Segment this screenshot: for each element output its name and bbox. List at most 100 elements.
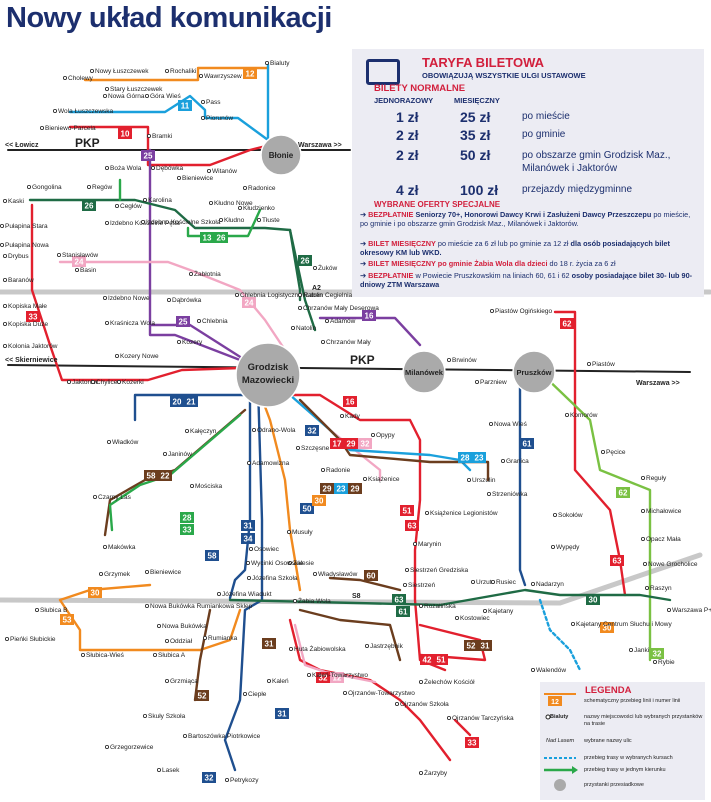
legend-text: przystanki przesiadkowe <box>584 782 644 788</box>
svg-text:17: 17 <box>333 440 342 449</box>
place-label: Witanów <box>212 168 237 175</box>
stop-marker <box>216 592 221 597</box>
place-label: Radonie <box>326 467 351 474</box>
stop-marker <box>466 477 471 482</box>
place-label: Parzniew <box>480 379 507 386</box>
place-label: Kozerki <box>122 379 144 386</box>
place-label: Nowa Bukówka <box>162 623 207 630</box>
place-label: Cholewy <box>68 75 94 82</box>
svg-text:62: 62 <box>619 489 628 498</box>
svg-text:63: 63 <box>395 596 404 605</box>
line-badge: 52 <box>464 640 478 651</box>
svg-text:52: 52 <box>198 692 207 701</box>
line-badge: 20 <box>170 396 184 407</box>
stop-marker <box>551 545 556 550</box>
place-label: Pieńki Słubickie <box>10 636 56 643</box>
place-label: Ojrzanów Tarczyńska <box>452 715 514 722</box>
stop-marker <box>142 714 147 719</box>
svg-text:29: 29 <box>323 485 332 494</box>
svg-text:28: 28 <box>461 454 470 463</box>
rail-bottom <box>7 364 691 373</box>
svg-text:62: 62 <box>563 320 572 329</box>
place-label: Władysławów <box>318 571 358 578</box>
place-label: Grzegorzewice <box>110 744 154 751</box>
pkp-label-top: PKP <box>75 136 100 150</box>
place-label: Ciepłe <box>248 691 267 698</box>
place-label: Chlebnia <box>202 318 228 325</box>
hub-pruszkow[interactable]: Pruszków <box>512 350 556 394</box>
line-badge: 32 <box>305 425 319 436</box>
line-badge: 11 <box>178 100 192 111</box>
place-label: Kłudno Nowe <box>214 200 253 207</box>
svg-text:30: 30 <box>91 589 100 598</box>
place-label: Boża Wola <box>110 165 142 172</box>
line-badge: 31 <box>478 640 492 651</box>
place-label: Komorów <box>570 412 598 419</box>
svg-text:58: 58 <box>208 552 217 561</box>
stop-marker <box>248 547 253 552</box>
place-label: Książenice Legionistów <box>430 510 498 517</box>
place-label: Ojrzanów-Towarzystwo <box>348 690 415 697</box>
place-label: Rybie <box>658 659 675 666</box>
dir-warszawa-top: Warszawa >> <box>298 142 342 149</box>
hub-grodzisk[interactable]: Grodzisk Mazowiecki <box>235 342 301 408</box>
place-label: Radonice <box>248 185 276 192</box>
hub-milanowek[interactable]: Milanówek <box>402 350 446 394</box>
stop-marker <box>105 745 110 750</box>
place-label: Strzeniówka <box>492 491 528 498</box>
svg-text:32: 32 <box>308 427 317 436</box>
place-label: Żarzyby <box>424 768 448 777</box>
svg-text:31: 31 <box>265 640 274 649</box>
place-label: Janki <box>634 647 649 654</box>
stop-marker <box>166 297 171 302</box>
stop-marker <box>3 321 8 326</box>
place-label: Grzymek <box>104 571 131 578</box>
line-badge: 32 <box>358 438 372 449</box>
line-badge: 29 <box>344 438 358 449</box>
place-label: Nowy Łuszczewek <box>95 68 149 75</box>
line-badge: 29 <box>320 483 334 494</box>
place-label: Żelechów Kościół <box>424 677 475 686</box>
place-label: Kopiska Małe <box>8 303 47 310</box>
svg-text:50: 50 <box>303 505 312 514</box>
svg-text:11: 11 <box>181 102 190 111</box>
price-monthly: 50 zł <box>460 147 491 163</box>
hub-blonie[interactable]: Błonie <box>260 134 302 176</box>
legend-panel: LEGENDA 12 schematyczny przebieg linii i… <box>540 682 705 800</box>
stop-marker <box>531 582 536 587</box>
svg-text:Błonie: Błonie <box>269 151 294 160</box>
stop-marker <box>251 427 256 432</box>
stop-marker <box>667 608 672 613</box>
stop-marker <box>553 513 558 518</box>
legend-text: nazwy miejscowości lub wybranych przysta… <box>584 714 703 727</box>
place-label: Wypędy <box>556 544 580 551</box>
svg-text:24: 24 <box>245 299 254 308</box>
stop-marker <box>105 220 110 225</box>
stop-marker <box>93 494 98 499</box>
stop-marker <box>140 219 145 224</box>
place-label: Zalesie <box>293 560 314 567</box>
stop-marker <box>162 451 167 456</box>
stop-marker <box>490 580 495 585</box>
line-badge: 25 <box>176 316 190 327</box>
stop-marker <box>234 292 239 297</box>
legend-text: schematyczny przebieg linii i numer lini… <box>584 698 681 704</box>
line-badge: 58 <box>205 550 219 561</box>
stop-marker <box>224 778 229 783</box>
price-single: 2 zł <box>396 127 419 143</box>
legend-sample: Bialuty <box>550 714 569 720</box>
stop-marker <box>587 361 592 366</box>
place-label: Piastów Ogińskiego <box>495 308 552 315</box>
place-label: Pułapina Stara <box>5 223 48 230</box>
offer-item: ➔ BILET MIESIĘCZNY po mieście za 6 zł lu… <box>360 239 670 257</box>
tariff-panel: TARYFA BILETOWA OBOWIĄZUJĄ WSZYSTKIE ULG… <box>352 49 704 297</box>
svg-text:31: 31 <box>244 522 253 531</box>
svg-text:30: 30 <box>315 497 324 506</box>
place-label: Jaktorów <box>72 379 98 386</box>
price-monthly: 25 zł <box>460 109 491 125</box>
place-label: Kostowiec <box>460 615 490 622</box>
stop-marker <box>629 648 634 653</box>
stop-marker <box>424 510 429 515</box>
line-badge: 25 <box>141 150 155 161</box>
stop-marker <box>454 616 459 621</box>
